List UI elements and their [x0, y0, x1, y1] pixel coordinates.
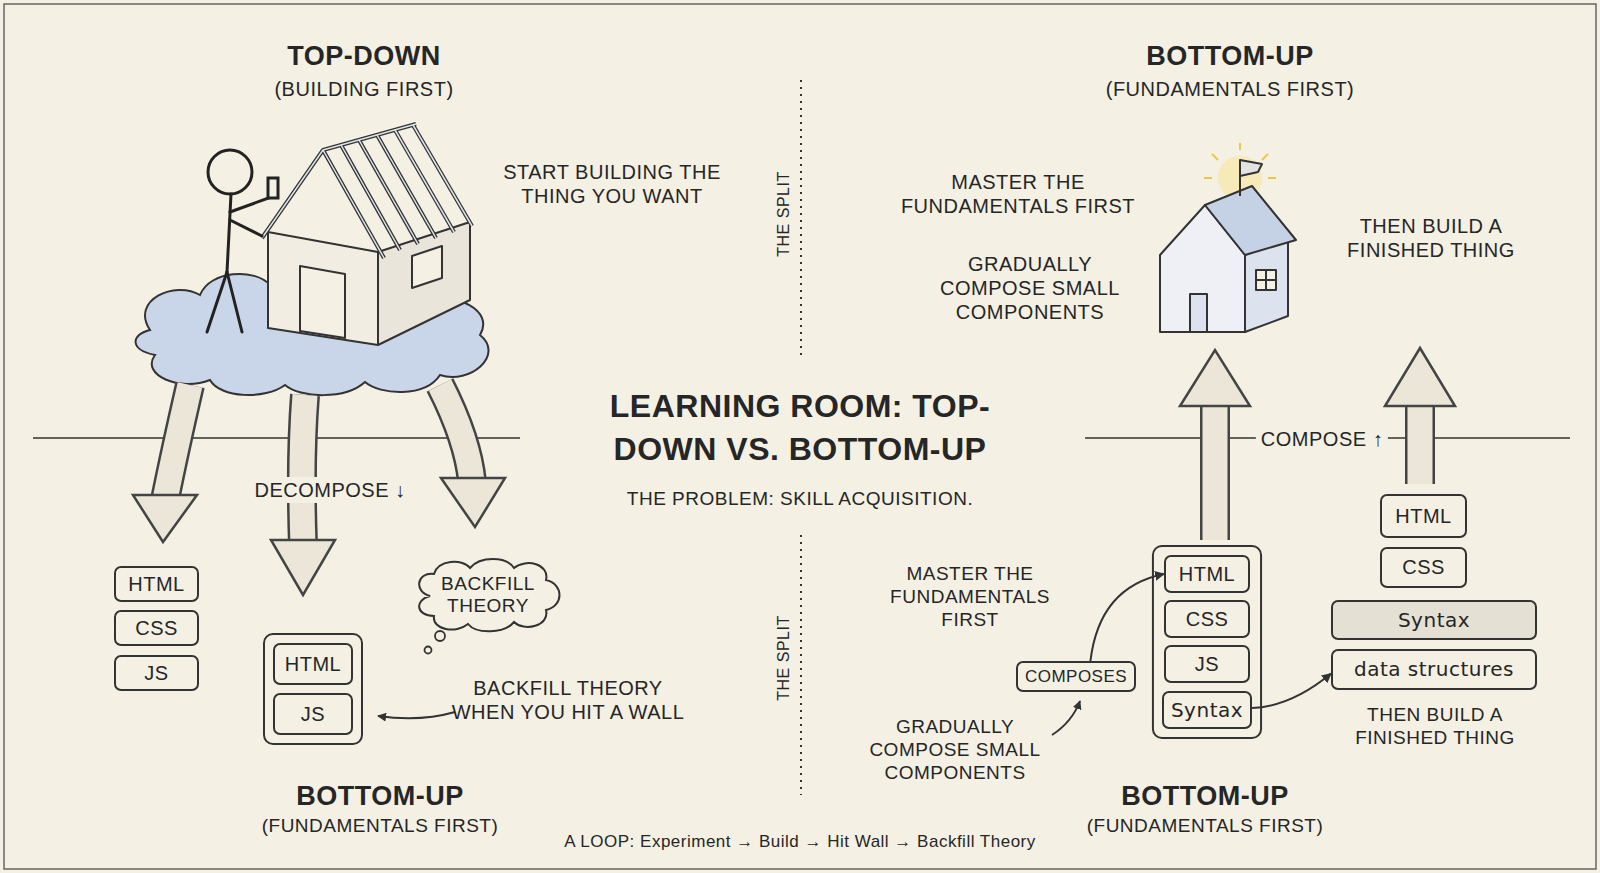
- leader-arrow: [378, 712, 455, 718]
- decompose-label: DECOMPOSE ↓: [249, 477, 410, 503]
- box-text: HTML: [1179, 563, 1235, 586]
- thought-dots: [425, 631, 446, 654]
- box-text: HTML: [128, 573, 184, 596]
- component-box: HTML: [1164, 555, 1250, 593]
- text-stack: CSS: [1186, 608, 1229, 631]
- section-subheading: (FUNDAMENTALS FIRST): [262, 815, 499, 838]
- stick-figure: [207, 150, 278, 332]
- compose-arrow: [1180, 348, 1455, 540]
- component-box: Syntax: [1331, 600, 1537, 640]
- component-box: JS: [114, 655, 199, 691]
- component-box: data structures: [1331, 649, 1537, 690]
- house-frame: [262, 124, 472, 345]
- box-text: Syntax: [1171, 699, 1243, 722]
- text-stack: HTML: [285, 653, 341, 676]
- split-line: [800, 535, 802, 795]
- diagram-title: LEARNING ROOM: TOP-DOWN VS. BOTTOM-UP: [560, 384, 1040, 472]
- text-stack: HTML: [1179, 563, 1235, 586]
- note-text: MASTER THE FUNDAMENTALS FIRST: [880, 563, 1060, 631]
- box-text: JS: [1195, 653, 1219, 676]
- component-box: JS: [1164, 645, 1250, 683]
- note-text: GRADUALLY COMPOSE SMALL COMPONENTS: [930, 252, 1130, 324]
- leader-arrow: [1052, 701, 1080, 735]
- page-frame: [4, 4, 1596, 869]
- text-stack: Syntax: [1398, 609, 1470, 632]
- box-text: BACKFILL THEORY: [430, 573, 546, 617]
- box-text: COMPOSES: [1025, 667, 1127, 687]
- section-subheading: (BUILDING FIRST): [274, 77, 453, 101]
- connector-arrow: [1090, 574, 1164, 661]
- compose-label: COMPOSE ↑: [1256, 426, 1388, 452]
- group-container: [264, 634, 362, 744]
- note-text: BACKFILL THEORY WHEN YOU HIT A WALL: [443, 676, 693, 724]
- thought-cloud: BACKFILL THEORY: [410, 556, 566, 634]
- group-container: [1153, 546, 1261, 738]
- box-text: Syntax: [1398, 609, 1470, 632]
- split-label: THE SPLIT: [773, 610, 794, 705]
- component-box: JS: [273, 693, 353, 735]
- diagram-caption: THE PROBLEM: SKILL ACQUISITION.: [622, 487, 978, 512]
- note-text: THEN BUILD A FINISHED THING: [1330, 704, 1540, 750]
- split-label: THE SPLIT: [773, 166, 794, 261]
- component-box: COMPOSES: [1016, 661, 1136, 692]
- box-text: data structures: [1354, 658, 1514, 681]
- section-heading: BOTTOM-UP: [1121, 780, 1289, 812]
- section-heading: BOTTOM-UP: [296, 780, 464, 812]
- section-subheading: (FUNDAMENTALS FIRST): [1106, 77, 1355, 101]
- component-box: CSS: [1164, 600, 1250, 638]
- text-stack: JS: [144, 662, 168, 685]
- section-heading: BOTTOM-UP: [1146, 40, 1314, 72]
- box-text: HTML: [1395, 505, 1451, 528]
- note-text: START BUILDING THE THING YOU WANT: [492, 160, 732, 208]
- component-box: HTML: [273, 643, 353, 685]
- box-text: CSS: [1402, 556, 1445, 579]
- text-stack: CSS: [135, 617, 178, 640]
- box-text: HTML: [285, 653, 341, 676]
- component-box: HTML: [114, 566, 199, 602]
- component-box: CSS: [1380, 547, 1467, 588]
- text-stack: BACKFILL THEORY: [430, 573, 546, 617]
- note-text: GRADUALLY COMPOSE SMALL COMPONENTS: [855, 716, 1055, 784]
- box-text: CSS: [135, 617, 178, 640]
- component-box: CSS: [114, 610, 199, 646]
- section-subheading: (FUNDAMENTALS FIRST): [1087, 815, 1324, 838]
- split-line: [800, 80, 802, 358]
- text-stack: HTML: [128, 573, 184, 596]
- finished-house: [1160, 143, 1296, 332]
- text-stack: HTML: [1395, 505, 1451, 528]
- text-stack: CSS: [1402, 556, 1445, 579]
- connector-arrow: [1252, 674, 1331, 709]
- text-stack: COMPOSES: [1025, 667, 1127, 687]
- box-text: JS: [144, 662, 168, 685]
- note-text: THEN BUILD A FINISHED THING: [1321, 214, 1541, 262]
- text-stack: JS: [1195, 653, 1219, 676]
- section-heading: TOP-DOWN: [287, 40, 441, 72]
- text-stack: JS: [301, 703, 325, 726]
- cloud-outline-path: [419, 559, 559, 631]
- component-box: HTML: [1380, 494, 1467, 538]
- text-stack: Syntax: [1171, 699, 1243, 722]
- box-text: CSS: [1186, 608, 1229, 631]
- box-text: JS: [301, 703, 325, 726]
- text-stack: data structures: [1354, 658, 1514, 681]
- loop-note: A LOOP: Experiment → Build → Hit Wall → …: [559, 831, 1041, 853]
- note-text: MASTER THE FUNDAMENTALS FIRST: [888, 170, 1148, 218]
- component-box: Syntax: [1162, 691, 1252, 729]
